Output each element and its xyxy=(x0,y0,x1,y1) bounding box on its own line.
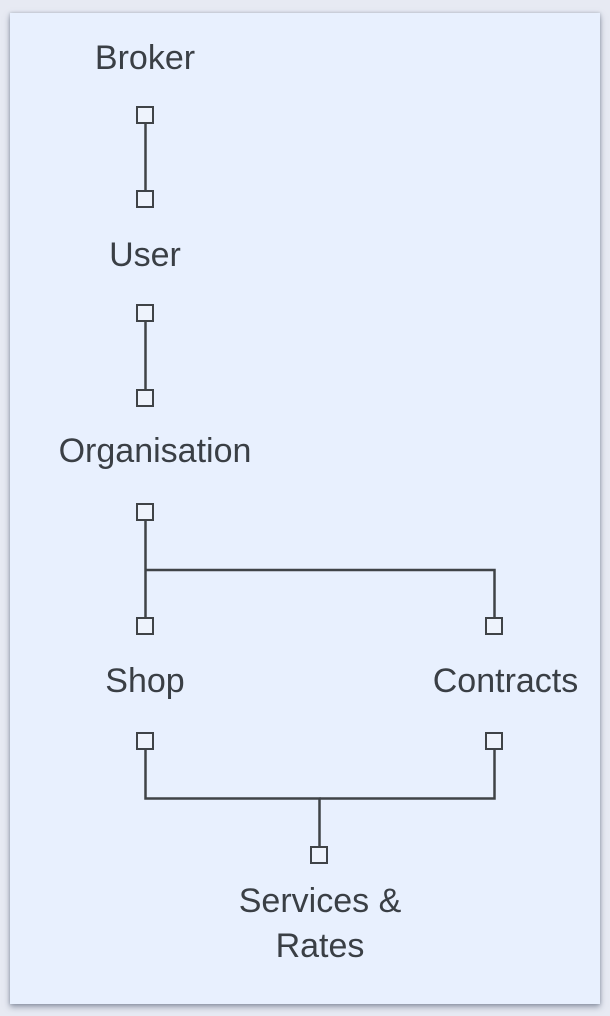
node-label-shop: Shop xyxy=(105,662,185,700)
node-label-user: User xyxy=(109,236,181,274)
node-label-broker: Broker xyxy=(94,39,196,77)
node-label-organisation: Organisation xyxy=(58,432,252,470)
edge-endpoint xyxy=(136,732,154,750)
edge-endpoint xyxy=(485,617,503,635)
edge-endpoint xyxy=(136,106,154,124)
edge-endpoint xyxy=(310,846,328,864)
edge-endpoint xyxy=(485,732,503,750)
edge-endpoint xyxy=(136,389,154,407)
node-label-contracts: Contracts xyxy=(432,662,579,700)
edge-endpoint xyxy=(136,304,154,322)
edge-endpoint xyxy=(136,503,154,521)
diagram-canvas xyxy=(10,13,600,1004)
node-label-services-rates: Services & Rates xyxy=(238,882,402,965)
edge-endpoint xyxy=(136,617,154,635)
edge-endpoint xyxy=(136,190,154,208)
